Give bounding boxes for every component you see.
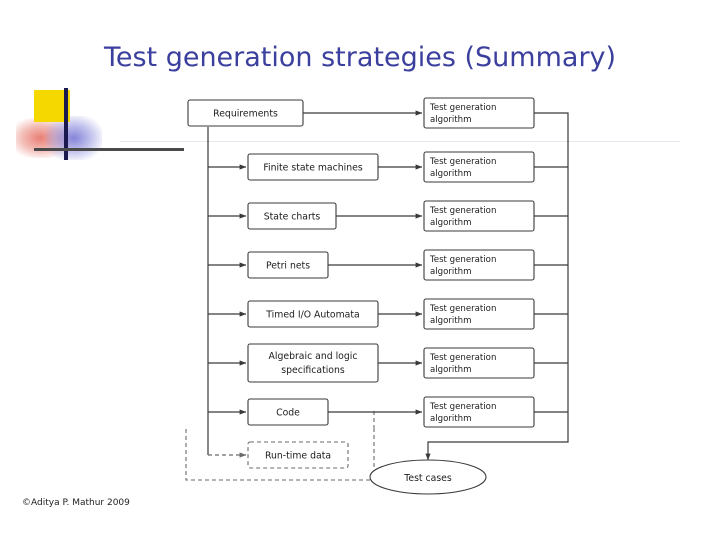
node-run-time-data[interactable]: Run-time data: [247, 441, 349, 469]
tga7-label-line2: algorithm: [430, 414, 471, 424]
node-state-charts[interactable]: State charts: [247, 202, 337, 230]
background-rule: [120, 141, 680, 142]
node-petri-nets[interactable]: Petri nets: [247, 251, 329, 279]
test-generation-flow-diagram: Requirements Finite state machines State…: [178, 92, 598, 502]
node-fsm-label: Finite state machines: [263, 163, 363, 174]
tga5-label-line1: Test generation: [429, 304, 496, 314]
tga5-label-line2: algorithm: [430, 316, 471, 326]
node-algebraic-logic-specifications[interactable]: Algebraic and logic specifications: [247, 343, 379, 383]
node-algebraic-label-line1: Algebraic and logic: [269, 351, 358, 362]
copyright-footer: ©Aditya P. Mathur 2009: [22, 498, 130, 508]
node-runtime-label: Run-time data: [265, 451, 331, 462]
node-algebraic-label-line2: specifications: [281, 365, 345, 376]
node-finite-state-machines[interactable]: Finite state machines: [247, 153, 379, 181]
node-requirements[interactable]: Requirements: [187, 99, 304, 127]
node-test-generation-algorithm-1[interactable]: Test generation algorithm: [423, 97, 535, 129]
node-test-cases-label: Test cases: [403, 473, 452, 484]
node-petrinets-label: Petri nets: [266, 261, 310, 272]
node-test-generation-algorithm-5[interactable]: Test generation algorithm: [423, 298, 535, 330]
node-requirements-label: Requirements: [213, 109, 278, 120]
node-code-label: Code: [276, 408, 300, 419]
tga7-label-line1: Test generation: [429, 402, 496, 412]
connector-right-spine-to-test-cases: [425, 112, 569, 461]
logo-horizontal-bar: [34, 148, 184, 151]
tga6-label-line2: algorithm: [430, 365, 471, 375]
node-test-generation-algorithm-4[interactable]: Test generation algorithm: [423, 249, 535, 281]
logo-vertical-bar: [64, 88, 68, 160]
node-test-generation-algorithm-2[interactable]: Test generation algorithm: [423, 151, 535, 183]
node-test-generation-algorithm-6[interactable]: Test generation algorithm: [423, 347, 535, 379]
node-statecharts-label: State charts: [264, 212, 321, 223]
tga4-label-line1: Test generation: [429, 255, 496, 265]
node-test-cases[interactable]: Test cases: [369, 459, 487, 495]
node-test-generation-algorithm-3[interactable]: Test generation algorithm: [423, 200, 535, 232]
node-timed-io-automata[interactable]: Timed I/O Automata: [247, 300, 379, 328]
tga1-label-line2: algorithm: [430, 115, 471, 125]
tga3-label-line1: Test generation: [429, 206, 496, 216]
logo-blue-blur: [46, 116, 102, 160]
tga4-label-line2: algorithm: [430, 267, 471, 277]
node-timed-io-label: Timed I/O Automata: [265, 310, 359, 321]
tga6-label-line1: Test generation: [429, 353, 496, 363]
tga2-label-line2: algorithm: [430, 169, 471, 179]
node-test-generation-algorithm-7[interactable]: Test generation algorithm: [423, 396, 535, 428]
decorative-logo-mark: [16, 88, 206, 166]
tga2-label-line1: Test generation: [429, 157, 496, 167]
node-code[interactable]: Code: [247, 398, 329, 426]
tga1-label-line1: Test generation: [429, 103, 496, 113]
page-title: Test generation strategies (Summary): [103, 42, 617, 73]
tga3-label-line2: algorithm: [430, 218, 471, 228]
